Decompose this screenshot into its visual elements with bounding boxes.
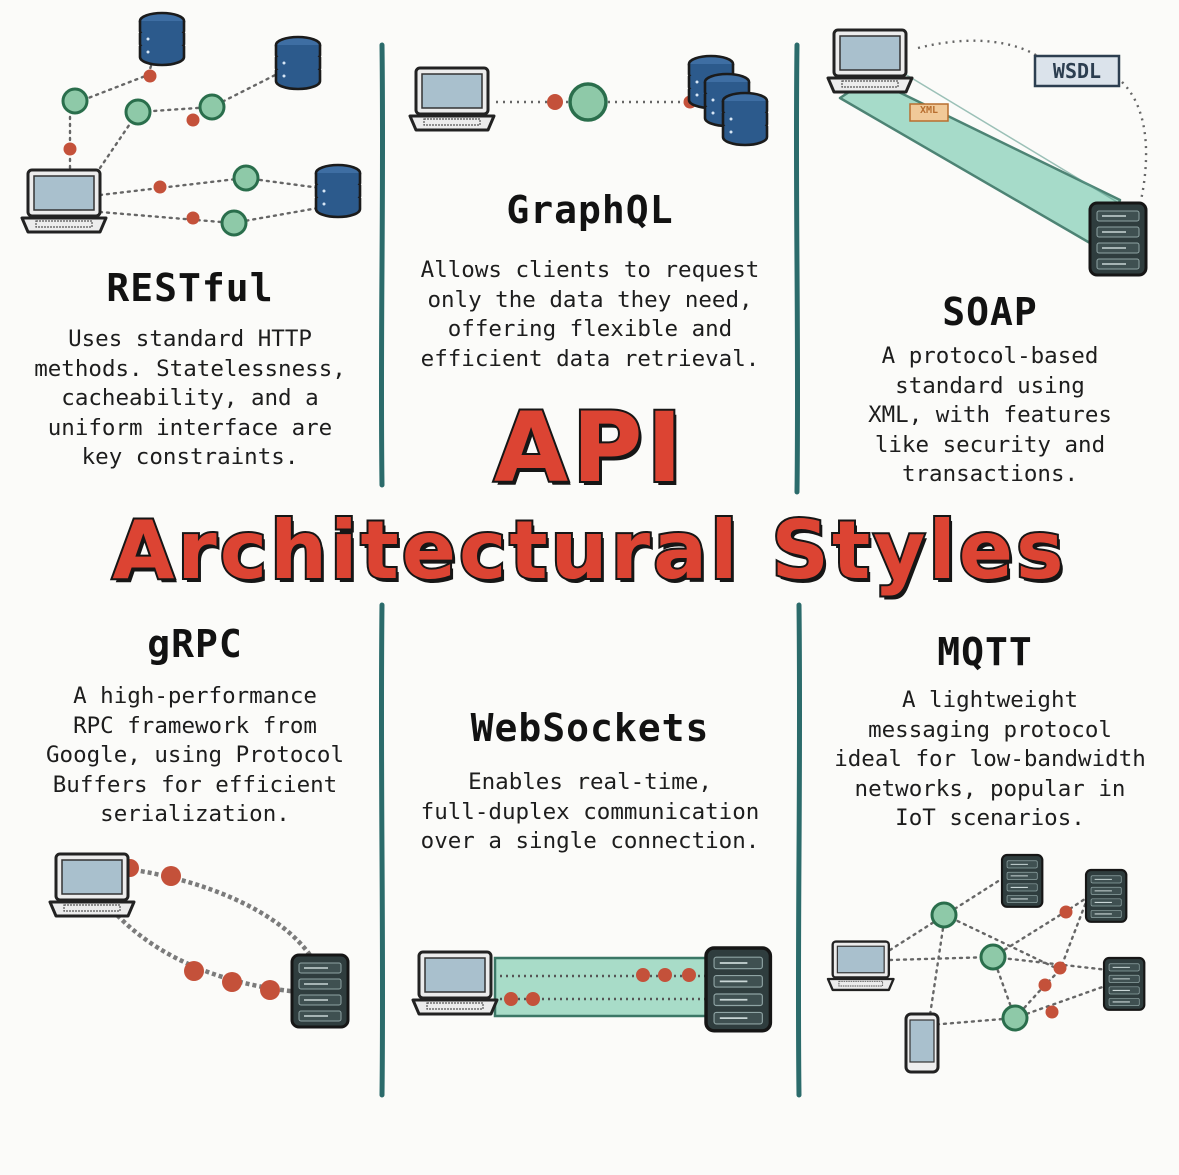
divider-bottom-left <box>378 602 386 1098</box>
server-icon <box>290 953 350 1029</box>
server-icon <box>1000 853 1044 908</box>
grpc-diagram <box>48 852 350 1029</box>
grpc-heading: gRPC <box>147 622 243 666</box>
laptop-icon <box>20 168 108 234</box>
database-icon <box>138 11 186 67</box>
laptop-icon <box>411 950 499 1016</box>
server-icon <box>704 946 773 1033</box>
graphql-heading: GraphQL <box>506 188 674 232</box>
laptop-icon <box>826 940 895 992</box>
graphql-diagram <box>408 54 769 147</box>
title-architectural-styles: Architectural Styles <box>110 503 1067 599</box>
divider-bottom-right <box>795 602 803 1098</box>
restful-heading: RESTful <box>106 266 274 310</box>
title-api: API <box>492 392 687 504</box>
laptop-icon <box>48 852 136 918</box>
websockets-diagram <box>411 946 773 1033</box>
server-icon <box>1088 201 1148 277</box>
wsdl-label: WSDL <box>1052 59 1102 83</box>
soap-diagram <box>826 28 1148 277</box>
restful-diagram <box>20 11 362 237</box>
divider-top-left <box>378 42 386 488</box>
divider-top-right <box>793 42 801 495</box>
column-dividers <box>378 42 803 1098</box>
websockets-description: Enables real-time,full-duplex communicat… <box>420 769 760 854</box>
phone-icon <box>904 1012 940 1074</box>
server-icon <box>1084 868 1128 923</box>
database-icon <box>274 35 322 91</box>
mqtt-heading: MQTT <box>937 630 1033 674</box>
xml-label: XML <box>919 105 939 116</box>
soap-heading: SOAP <box>942 290 1038 334</box>
laptop-icon <box>408 66 496 132</box>
laptop-icon <box>826 28 914 94</box>
websockets-heading: WebSockets <box>470 706 710 750</box>
database-icon <box>721 91 769 147</box>
database-icon <box>314 163 362 219</box>
server-icon <box>1102 956 1146 1011</box>
mqtt-diagram <box>826 853 1146 1074</box>
